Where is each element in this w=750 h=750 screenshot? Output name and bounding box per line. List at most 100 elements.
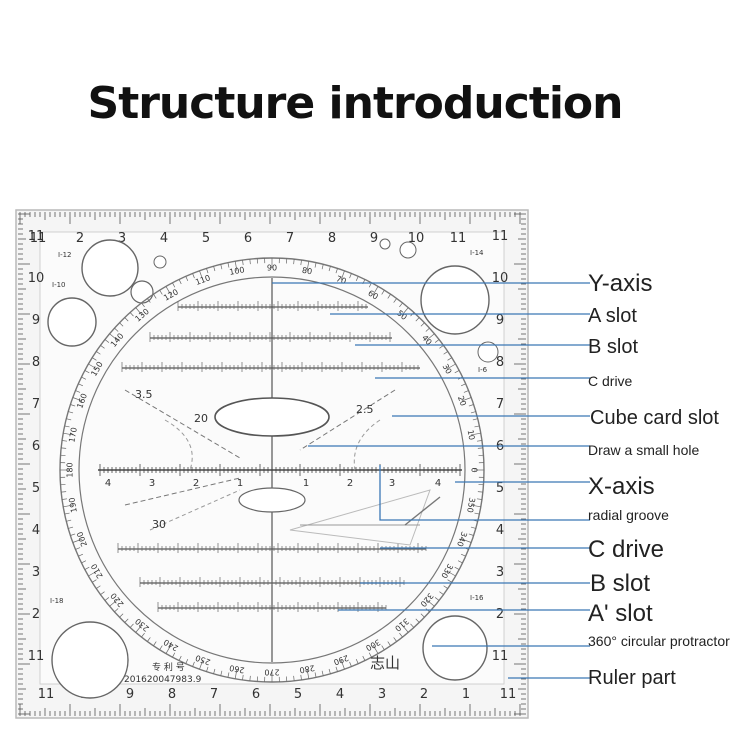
ruler-small-mark: I-12 [58,251,72,259]
protractor-tick [321,670,324,676]
protractor-tick [159,645,163,650]
protractor-tick [159,290,163,295]
protractor-tick [213,668,216,674]
x-axis-number: 4 [105,478,111,489]
protractor-tick [447,357,452,361]
corner-circle [422,615,488,681]
protractor-tick [72,538,83,543]
protractor-tick [476,440,482,442]
protractor-tick [96,585,101,589]
ruler-small-mark: I-18 [50,597,64,605]
protractor-tick [129,312,134,317]
ruler-bottom-number: 5 [294,687,302,702]
protractor-tick [213,266,216,272]
protractor-ticks [60,258,484,682]
page-title: Structure introduction [87,78,624,129]
protractor-tick [381,645,385,650]
protractor-tick [68,526,74,529]
ruler-small-mark: I-6 [478,366,488,374]
ruler-right-number: 10 [492,271,509,286]
protractor-tick [63,504,74,508]
patent-number: 201620047983.9 [124,675,202,685]
slot-rows [117,301,427,612]
protractor-tick [153,641,157,646]
protractor-tick [470,411,476,414]
brand-mark: 志山 [370,654,400,672]
callout-c-drive-bottom: C drive [588,536,664,563]
leader-lines [272,282,590,679]
protractor-tick [220,264,223,270]
protractor-tick [463,390,469,393]
callout-b-slot-bottom: B slot [590,570,650,597]
ruler-right-number: 11 [492,229,509,244]
protractor-tick [88,363,98,370]
callout-radial-groove: radial groove [588,507,669,523]
ruler-right-number: 11 [492,649,509,664]
protractor-tick [234,668,238,679]
corner-circle [51,621,129,699]
x-axis-number: 3 [389,478,395,489]
protractor-tick [234,261,238,272]
leader-line [379,465,590,521]
protractor-tick [293,259,295,265]
protractor-tick [420,322,425,327]
protractor-tick [472,418,478,421]
protractor-tick [415,317,420,322]
protractor-tick [372,286,379,296]
protractor-tick [70,404,76,407]
ruler-small-mark: I-10 [52,281,66,289]
ruler-bottom-number: 3 [378,687,386,702]
protractor-tick [381,290,385,295]
protractor-tick [249,259,251,265]
protractor-tick [300,260,302,266]
ruler-small-mark: I-14 [470,249,484,257]
protractor-tick [178,279,182,285]
protractor-tick [147,298,151,303]
callout-protractor: 360° circular protractor [588,633,730,649]
protractor-tick [328,266,331,272]
protractor-tick [454,370,460,374]
protractor-tick [434,597,440,601]
x-axis-ticks [99,464,461,476]
ruler-left-number: 11 [28,229,45,244]
lower-diagonal-guide [124,477,241,506]
protractor-tick [446,570,456,577]
callout-y-axis: Y-axis [588,270,652,297]
ruler-left-number: 4 [32,523,40,538]
protractor-tick [81,560,87,564]
protractor-tick [314,672,317,678]
ruler-left-number: 11 [28,649,45,664]
corner-circle [47,297,97,347]
protractor-tick [206,268,209,274]
protractor-tick [109,333,118,341]
protractor-tick [129,623,134,628]
protractor-tick [474,512,480,515]
patent-text: 专 利 号 [152,661,185,673]
protractor-tick [425,327,430,332]
protractor-tick [242,674,244,680]
protractor-tick [443,351,448,355]
protractor-tick [470,432,481,436]
protractor-tick [300,674,302,680]
ruler-right-number: 5 [496,481,504,496]
x-axis-number: 2 [347,478,353,489]
left-diagonal-guide [124,389,241,459]
ruler-top-number: 8 [328,231,336,246]
protractor-tick [477,447,483,449]
protractor-tick [426,333,435,341]
corner-circle [379,238,391,250]
protractor-tick [328,668,331,674]
protractor-tick [476,498,482,500]
protractor-tick [141,632,145,638]
ruler-small-mark: I-16 [470,594,484,602]
protractor-tick [100,345,105,349]
protractor-tick [109,599,118,607]
protractor-label: 170 [67,427,79,444]
protractor-label: 350 [465,497,477,514]
protractor-tick [434,339,440,343]
ruler-left-number: 10 [28,271,45,286]
protractor-tick [335,268,338,274]
arc-guide [353,419,381,471]
ruler-right-number: 7 [496,397,504,412]
